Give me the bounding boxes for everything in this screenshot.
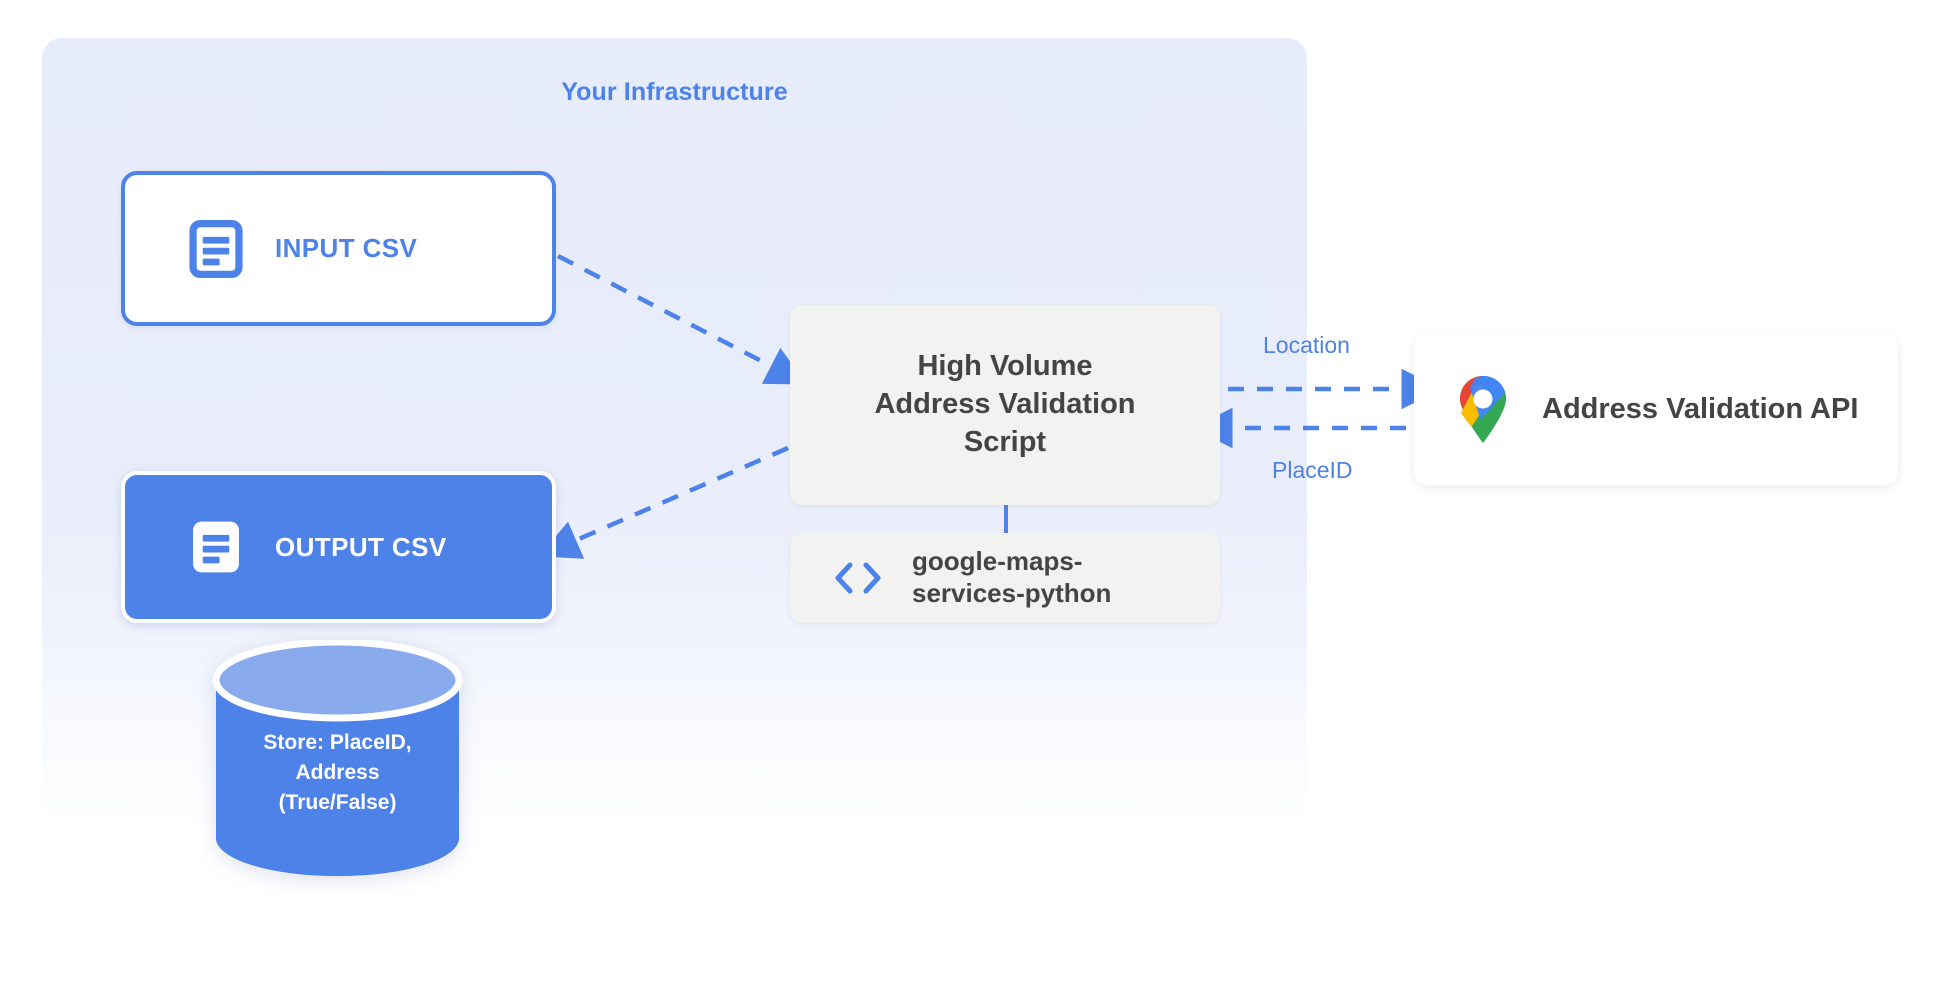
script-line-2: Address Validation bbox=[874, 388, 1136, 421]
google-maps-pin-icon bbox=[1460, 376, 1506, 443]
output-csv-node[interactable]: OUTPUT CSV bbox=[121, 471, 556, 623]
code-brackets-icon bbox=[835, 562, 881, 594]
database-cylinder-icon[interactable] bbox=[210, 640, 465, 878]
panel-title: Your Infrastructure bbox=[561, 78, 788, 106]
edge-script-to-library bbox=[1004, 505, 1008, 533]
script-node[interactable]: High Volume Address Validation Script bbox=[790, 305, 1220, 505]
edge-label-placeid: PlaceID bbox=[1272, 457, 1353, 483]
script-line-1: High Volume bbox=[917, 350, 1093, 383]
api-label: Address Validation API bbox=[1542, 392, 1859, 425]
input-csv-node[interactable]: INPUT CSV bbox=[121, 171, 556, 326]
document-icon bbox=[189, 219, 243, 278]
output-csv-label: OUTPUT CSV bbox=[275, 531, 447, 562]
input-csv-label: INPUT CSV bbox=[275, 233, 418, 263]
edge-label-location: Location bbox=[1263, 332, 1350, 358]
document-icon bbox=[193, 521, 239, 573]
library-line-2: services-python bbox=[912, 578, 1112, 608]
script-line-3: Script bbox=[963, 425, 1047, 458]
address-validation-api-node[interactable]: Address Validation API bbox=[1414, 333, 1898, 485]
library-node[interactable]: google-maps- services-python bbox=[790, 533, 1220, 623]
library-line-1: google-maps- bbox=[912, 546, 1083, 577]
